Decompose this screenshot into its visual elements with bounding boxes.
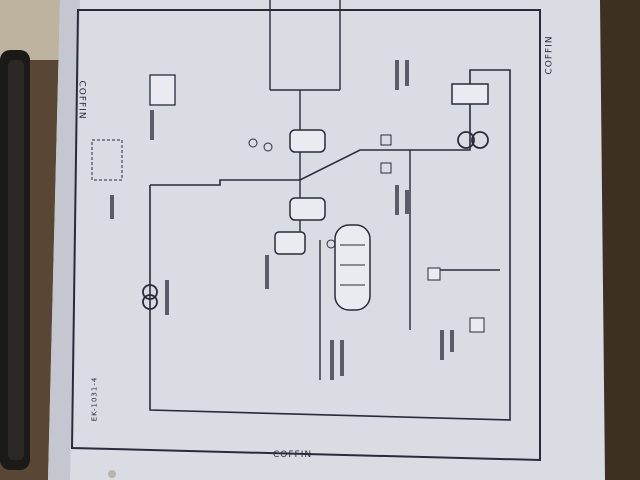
thermostat-block [451, 83, 489, 105]
label-top: COFFIN [76, 80, 87, 120]
binder-ring [108, 470, 116, 478]
gauge-a [248, 138, 258, 148]
heat-exchanger [334, 224, 371, 311]
gauge-b [263, 142, 273, 152]
pump-circle-right-b [471, 131, 489, 149]
paper-fold-shadow [48, 0, 80, 480]
gauge-c [326, 239, 336, 249]
remote-sensor-box [91, 139, 123, 181]
label-bottom: COFFIN [273, 450, 313, 460]
pump-circle-right-a [457, 131, 475, 149]
drawing-border [70, 9, 541, 462]
drawing-number: EK-1031-4 [90, 376, 99, 422]
valve-b [380, 162, 392, 174]
pressure-regulator [149, 74, 176, 106]
filter-upper [289, 129, 326, 153]
aux-pump-valve [427, 267, 441, 281]
binder-spine [8, 60, 24, 460]
paper-sheet [48, 0, 605, 480]
drain-valve [469, 317, 485, 333]
filter-lower [289, 197, 326, 221]
small-print [110, 60, 454, 380]
label-right: COFFIN [544, 35, 555, 75]
reservoir-tank [274, 231, 306, 255]
table-edge-right [600, 0, 640, 480]
main-pipe-loop [149, 69, 511, 421]
pump-circle-left-a [142, 284, 158, 300]
pump-circle-left-b [142, 294, 158, 310]
valve-a [380, 134, 392, 146]
